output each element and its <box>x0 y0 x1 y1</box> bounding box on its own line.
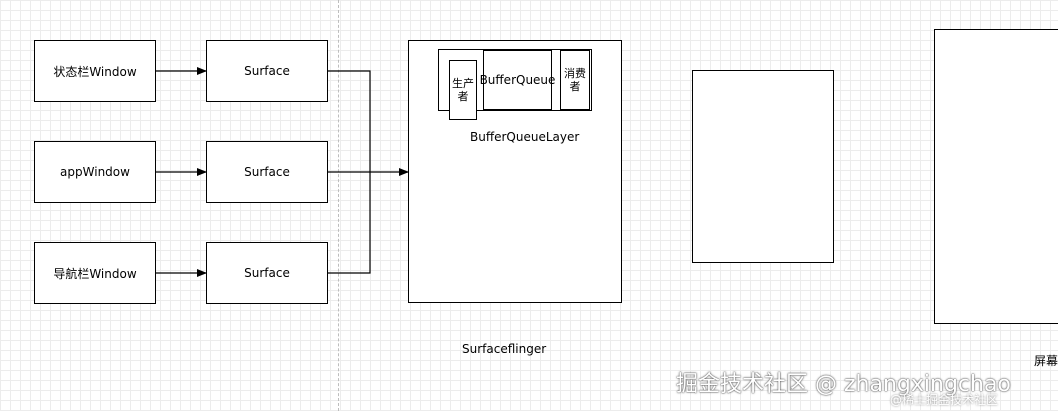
consumer-label: 消费者 <box>564 67 586 93</box>
bufferqueue-box: BufferQueue <box>480 50 555 110</box>
window-box-statusbar: 状态栏Window <box>34 40 156 102</box>
window-box-navbar: 导航栏Window <box>34 242 156 304</box>
producer-box: 生产者 <box>449 60 477 120</box>
window-box-app: appWindow <box>34 141 156 203</box>
producer-label: 生产者 <box>452 77 474 103</box>
window-label-app: appWindow <box>60 165 130 179</box>
surface-box-3: Surface <box>206 242 328 304</box>
consumer-box: 消费者 <box>560 50 590 110</box>
surface-label-2: Surface <box>244 165 290 179</box>
watermark-main: 掘金技术社区 @ zhangxingchao <box>676 372 1011 397</box>
surface-label-1: Surface <box>244 64 290 78</box>
screen-box <box>934 29 1058 324</box>
window-label-navbar: 导航栏Window <box>53 266 137 281</box>
middle-blank-box <box>692 70 834 263</box>
window-label-statusbar: 状态栏Window <box>53 64 137 79</box>
surface-box-2: Surface <box>206 141 328 203</box>
bufferqueue-label: BufferQueue <box>479 73 556 87</box>
bufferqueuelayer-label: BufferQueueLayer <box>470 130 580 144</box>
surface-label-3: Surface <box>244 266 290 280</box>
connector-surface1-to-layer <box>328 70 371 172</box>
screen-label: 屏幕 <box>1034 354 1058 368</box>
watermark-sub: @稀土掘金技术社区 <box>890 393 999 407</box>
surfaceflinger-label: Surfaceflinger <box>462 342 547 356</box>
connector-surface3-to-layer <box>328 172 371 274</box>
surface-box-1: Surface <box>206 40 328 102</box>
vertical-guide-line <box>338 0 339 411</box>
